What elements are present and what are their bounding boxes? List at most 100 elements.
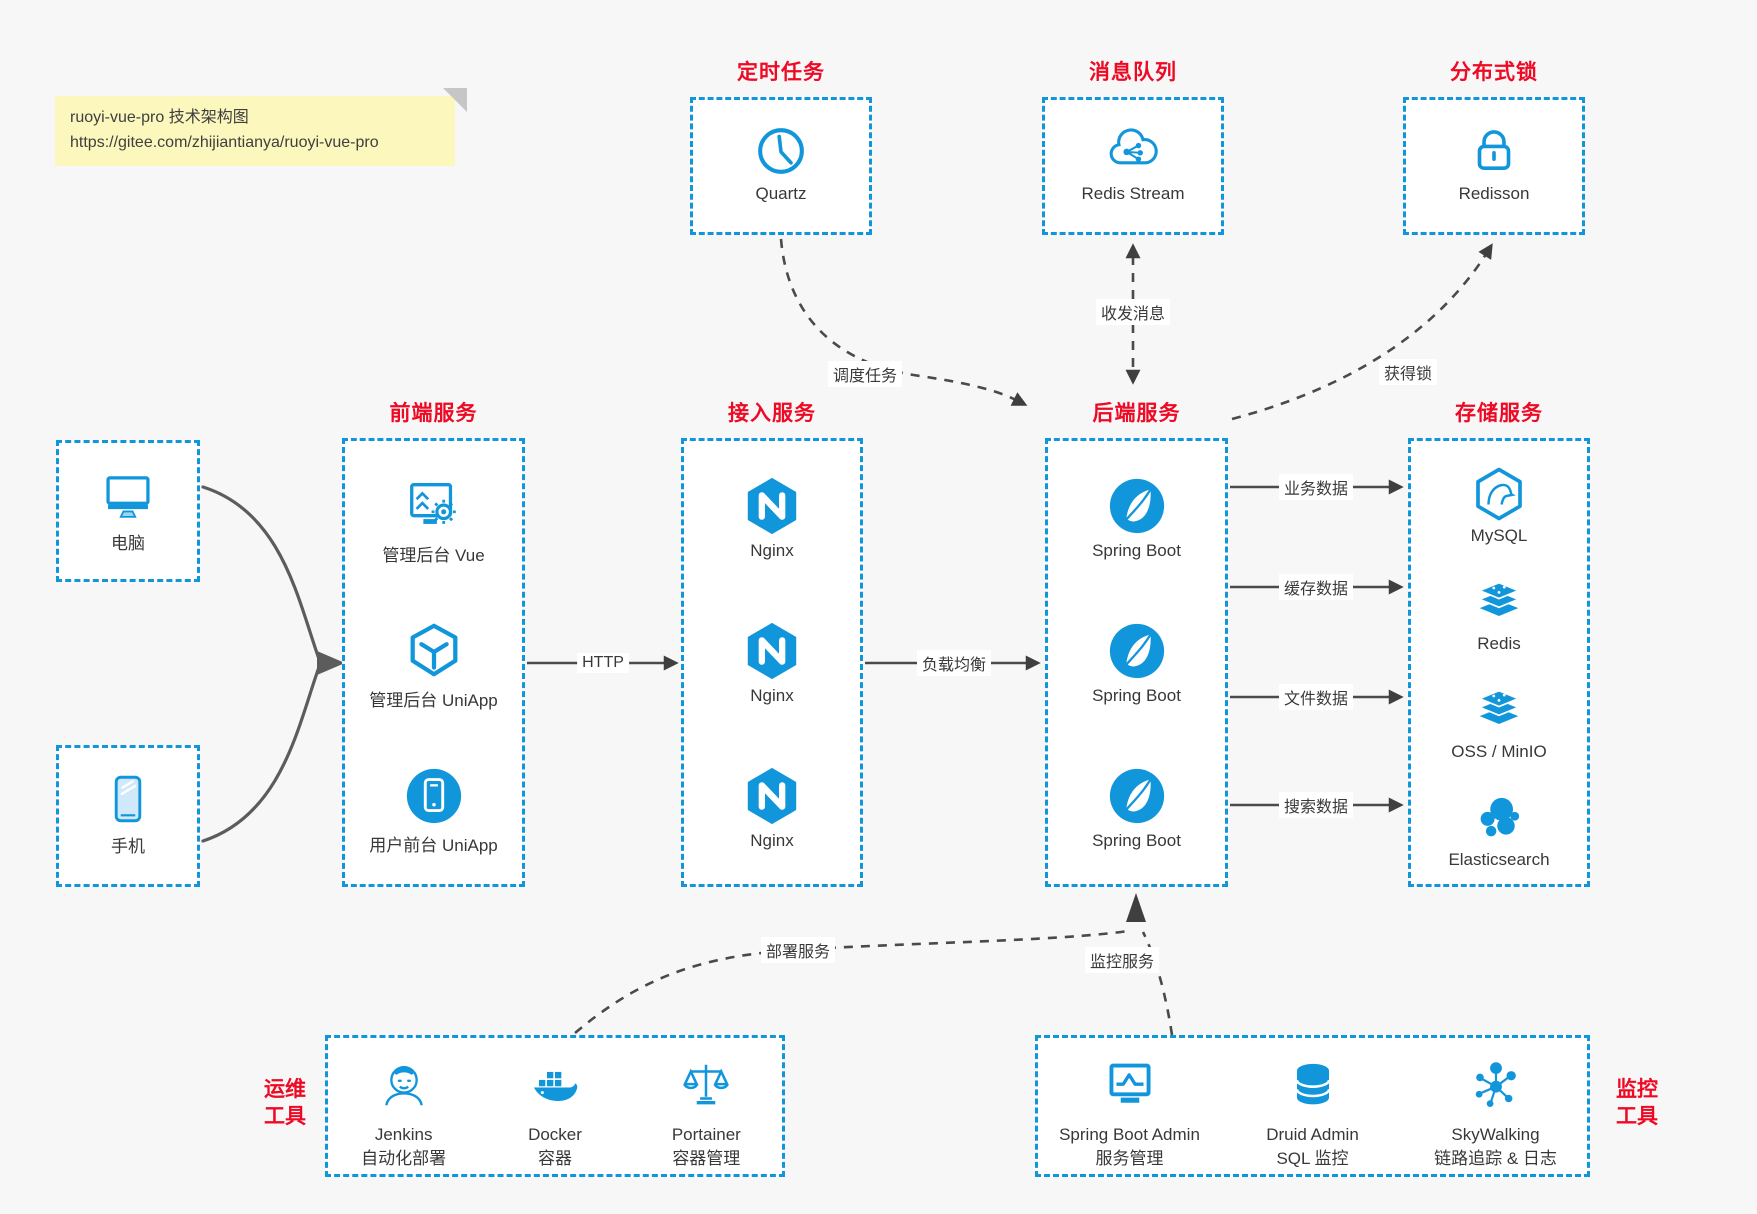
group-monitor-tools[interactable]: Spring Boot Admin 服务管理 Druid Admin SQL 监… xyxy=(1035,1035,1590,1177)
uniapp-cube-icon xyxy=(403,620,465,682)
springboot-admin-icon xyxy=(1103,1058,1157,1117)
user-app-icon xyxy=(403,765,465,827)
client-mobile-box[interactable]: 手机 xyxy=(56,745,200,887)
node-label: Nginx xyxy=(750,831,794,850)
node-label: Spring Boot xyxy=(1092,541,1181,560)
node-label-line2: 自动化部署 xyxy=(361,1148,447,1168)
node-label: Spring Boot xyxy=(1092,831,1181,850)
mysql-icon xyxy=(1471,466,1527,522)
node-admin-vue[interactable]: 管理后台 Vue xyxy=(345,475,522,566)
node-user-uniapp[interactable]: 用户前台 UniApp xyxy=(345,765,522,856)
node-label-line1: Portainer xyxy=(671,1125,741,1144)
node-label: SkyWalking 链路追踪 & 日志 xyxy=(1434,1123,1557,1171)
node-label: Portainer 容器管理 xyxy=(672,1123,741,1171)
node-redisson[interactable]: Redisson xyxy=(1406,122,1582,204)
group-title-backend: 后端服务 xyxy=(1092,402,1181,425)
node-label: Docker 容器 xyxy=(528,1123,582,1171)
node-label: Druid Admin SQL 监控 xyxy=(1266,1123,1359,1171)
group-title-storage: 存储服务 xyxy=(1455,402,1543,425)
monitor-tools-side-label-line1: 监控 xyxy=(1616,1078,1658,1101)
node-portainer[interactable]: Portainer 容器管理 xyxy=(631,1058,782,1171)
oss-stack-icon xyxy=(1471,682,1527,738)
node-pc[interactable]: 电脑 xyxy=(59,467,197,554)
node-label: Nginx xyxy=(750,686,794,705)
node-label: Redisson xyxy=(1458,184,1530,203)
portainer-icon xyxy=(679,1058,733,1117)
edge-deploy xyxy=(574,929,1129,1034)
monitor-tools-side-label: 监控 工具 xyxy=(1602,1076,1672,1131)
edge-deploy-monitor-arrowhead xyxy=(1126,893,1146,922)
desktop-icon xyxy=(99,467,157,525)
group-storage[interactable]: 存储服务 MySQL Redis OSS / MinIO Elasticsear… xyxy=(1408,402,1590,887)
node-spring-boot-3[interactable]: Spring Boot xyxy=(1048,765,1225,851)
group-message-queue[interactable]: 消息队列 Redis Stream xyxy=(1042,61,1224,235)
edge-client-mobile xyxy=(201,665,321,843)
jenkins-icon xyxy=(377,1058,431,1117)
node-quartz[interactable]: Quartz xyxy=(693,122,869,204)
node-label: Quartz xyxy=(755,184,807,203)
edge-label-messages: 收发消息 xyxy=(1095,299,1171,325)
node-label-line2: 容器管理 xyxy=(672,1148,741,1168)
group-title-scheduled-task: 定时任务 xyxy=(737,61,825,84)
ops-tools-side-label: 运维 工具 xyxy=(250,1076,320,1131)
node-label-line1: SkyWalking xyxy=(1451,1125,1540,1144)
node-spring-boot-1[interactable]: Spring Boot xyxy=(1048,475,1225,561)
node-jenkins[interactable]: Jenkins 自动化部署 xyxy=(328,1058,479,1171)
elasticsearch-icon xyxy=(1471,790,1527,846)
monitor-tools-side-label-line2: 工具 xyxy=(1616,1105,1658,1129)
group-scheduled-task[interactable]: 定时任务 Quartz xyxy=(690,61,872,235)
node-springboot-admin[interactable]: Spring Boot Admin 服务管理 xyxy=(1038,1058,1221,1171)
node-skywalking[interactable]: SkyWalking 链路追踪 & 日志 xyxy=(1404,1058,1587,1171)
node-admin-uniapp[interactable]: 管理后台 UniApp xyxy=(345,620,522,711)
edge-label-http: HTTP xyxy=(577,653,629,673)
node-label: Elasticsearch xyxy=(1448,850,1550,869)
sticky-note[interactable]: ruoyi-vue-pro 技术架构图 https://gitee.com/zh… xyxy=(55,88,467,166)
edge-lock xyxy=(1231,243,1493,421)
node-label: Spring Boot Admin 服务管理 xyxy=(1059,1123,1200,1171)
group-access[interactable]: 接入服务 Nginx Nginx Nginx xyxy=(681,402,863,887)
node-oss-minio[interactable]: OSS / MinIO xyxy=(1411,682,1587,762)
spring-boot-icon xyxy=(1106,475,1168,537)
node-label-line2: 容器 xyxy=(537,1148,572,1168)
group-frontend[interactable]: 前端服务 管理后台 Vue 管理后台 UniApp 用户前台 UniApp xyxy=(342,402,525,887)
edge-label-lock: 获得锁 xyxy=(1378,359,1438,385)
edge-label-monitor: 监控服务 xyxy=(1084,947,1160,973)
node-nginx-2[interactable]: Nginx xyxy=(684,620,860,706)
docker-icon xyxy=(528,1058,582,1117)
node-redis[interactable]: Redis xyxy=(1411,574,1587,654)
client-pc-box[interactable]: 电脑 xyxy=(56,440,200,582)
edge-label-deploy: 部署服务 xyxy=(760,937,836,963)
nginx-icon xyxy=(741,475,803,537)
node-label-line1: Docker xyxy=(528,1125,582,1144)
node-nginx-3[interactable]: Nginx xyxy=(684,765,860,851)
cloud-share-icon xyxy=(1104,122,1162,180)
node-mobile[interactable]: 手机 xyxy=(59,770,197,857)
clock-icon xyxy=(752,122,810,180)
spring-boot-icon xyxy=(1106,765,1168,827)
node-label-line2: SQL 监控 xyxy=(1276,1148,1349,1168)
node-druid-admin[interactable]: Druid Admin SQL 监控 xyxy=(1221,1058,1404,1171)
note-url: https://gitee.com/zhijiantianya/ruoyi-vu… xyxy=(70,133,379,151)
node-label-line2: 服务管理 xyxy=(1095,1148,1164,1168)
node-label: 用户前台 UniApp xyxy=(369,836,498,855)
node-spring-boot-2[interactable]: Spring Boot xyxy=(1048,620,1225,706)
nginx-icon xyxy=(741,620,803,682)
node-docker[interactable]: Docker 容器 xyxy=(479,1058,630,1171)
admin-vue-icon xyxy=(403,475,465,537)
node-elasticsearch[interactable]: Elasticsearch xyxy=(1411,790,1587,870)
node-nginx-1[interactable]: Nginx xyxy=(684,475,860,561)
node-label: MySQL xyxy=(1470,526,1528,545)
edge-label-load-balance: 负载均衡 xyxy=(916,650,992,676)
node-redis-stream[interactable]: Redis Stream xyxy=(1045,122,1221,204)
group-ops-tools[interactable]: Jenkins 自动化部署 Docker 容器 Portainer 容器管理 xyxy=(325,1035,785,1177)
node-label: OSS / MinIO xyxy=(1451,742,1547,761)
group-backend[interactable]: 后端服务 Spring Boot Spring Boot Spring Boot xyxy=(1045,402,1228,887)
edge-monitor xyxy=(1141,931,1174,1036)
node-label-line1: Druid Admin xyxy=(1266,1125,1359,1144)
group-distributed-lock[interactable]: 分布式锁 Redisson xyxy=(1403,61,1585,235)
mobile-icon xyxy=(99,770,157,828)
group-title-access: 接入服务 xyxy=(728,402,816,425)
node-mysql[interactable]: MySQL xyxy=(1411,466,1587,546)
edge-client-arrowhead xyxy=(317,651,345,675)
edge-label-cache-data: 缓存数据 xyxy=(1278,574,1354,600)
